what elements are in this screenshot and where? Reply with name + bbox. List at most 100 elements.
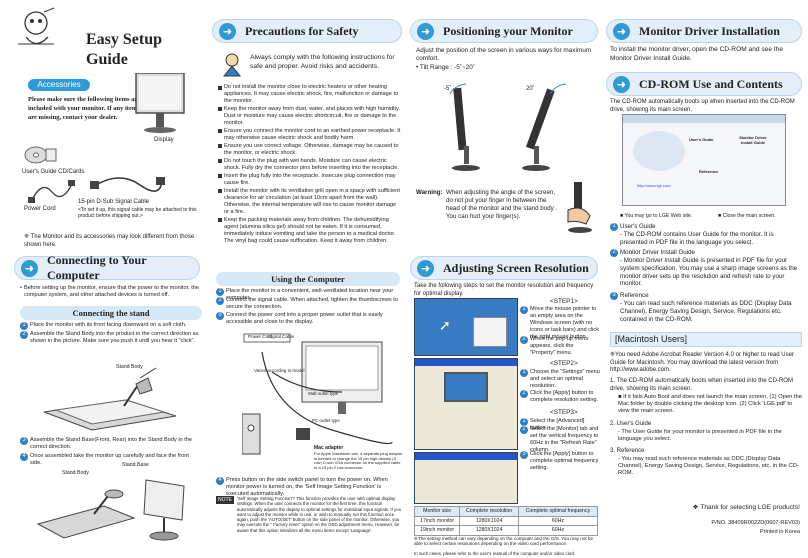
cdrom-section-title: ➜CD-ROM Use and Contents	[606, 72, 802, 96]
wall-outlet-label: Wall-outlet type	[308, 391, 339, 396]
square-bullet	[218, 218, 222, 223]
window-titlebar	[415, 453, 517, 460]
using-step-1-text: Place the monitor in a convenient, well-…	[226, 288, 394, 301]
resolution-intro: Take the following steps to set the moni…	[414, 283, 594, 297]
step-number: 3	[520, 451, 528, 459]
step1-item-1-text: Move the mouse pointer to an empty area …	[530, 306, 600, 340]
step-number: 1	[520, 418, 528, 426]
cdrom-item-2-text: - Monitor Driver Install Guide is presen…	[620, 257, 798, 288]
cd-disc-graphic	[633, 131, 685, 171]
safety-item: Do not touch the plug with wet hands. Mo…	[218, 158, 402, 172]
driver-section-title: ➜Monitor Driver Installation	[606, 19, 802, 43]
cd-url-link[interactable]: http://www.lge.com	[637, 183, 671, 188]
mac-adapter-note: For Apple Macintosh use, a separate plug…	[314, 451, 403, 470]
step1-item-2-text: When the pop-up menu appears, click the …	[530, 336, 589, 356]
step-number: 2	[520, 390, 528, 398]
square-bullet: ■	[620, 213, 625, 219]
stand-step-4-text: Once assembled take the monitor up caref…	[30, 453, 189, 466]
stand-base-illustration	[34, 476, 194, 546]
square-bullet	[218, 144, 222, 149]
mac-step-3: 3. Reference	[610, 448, 645, 454]
cdrom-item-1-heading: User's Guide	[620, 223, 656, 230]
using-step-4-text: Press button on the side switch panel to…	[226, 477, 388, 497]
safety-item-text: Ensure you use correct voltage. Otherwis…	[224, 142, 399, 156]
square-bullet	[218, 129, 222, 134]
column-accessories: Easy Setup Guide Accessories Please make…	[6, 0, 202, 558]
connecting-stand-title: Connecting the stand	[20, 306, 202, 320]
cd-menu-reference[interactable]: Reference	[699, 169, 719, 174]
safety-item-text: Install the monitor with its ventilation…	[224, 187, 400, 215]
advanced-settings-screenshot	[414, 452, 518, 504]
cdrom-text: The CD-ROM automatically boots up when i…	[610, 99, 795, 113]
safety-item: Do not install the monitor close to elec…	[218, 84, 402, 105]
step-number: 1	[216, 288, 224, 296]
table-cell: 19inch monitor	[413, 525, 461, 536]
finger-warning-image	[562, 180, 598, 234]
stand-body-label: Stand Body	[116, 364, 143, 370]
stand-step-3-text: Assemble the Stand Base(Front, Rear) int…	[30, 437, 192, 450]
accessories-note: ❈ The Monitor and its accessories may lo…	[24, 234, 195, 248]
mac-note: ❈You need Adobe Acrobat Reader Version 4…	[610, 352, 794, 373]
step3-item-1-text: Select the [Advanced] button.	[530, 418, 585, 431]
stand-body-illustration	[36, 360, 186, 432]
step-number: 2	[520, 426, 528, 434]
signal-cable-label: 15-pin D-Sub Signal Cable	[78, 199, 150, 205]
safety-item: Keep the monitor away from dust, water, …	[218, 106, 402, 127]
safety-item-text: Do not install the monitor close to elec…	[224, 84, 399, 104]
position-section-title: ➜Positioning your Monitor	[410, 19, 598, 43]
note-text: 'Self Image Setting Function'? This func…	[236, 496, 402, 533]
square-bullet	[218, 159, 222, 164]
step2-item-2-text: Click the [Apply] button to complete res…	[530, 390, 599, 403]
tilt-minus-label: -5˚	[444, 86, 452, 92]
mac-adapter-label: Mac adapter	[314, 445, 344, 451]
context-menu	[473, 317, 507, 347]
warning-text: When adjusting the angle of the screen, …	[446, 189, 558, 221]
resolution-title-text: Adjusting Screen Resolution	[443, 260, 589, 275]
cd-menu-guide[interactable]: User's Guide	[689, 137, 714, 142]
mac-step-2-detail: - The User Guide for your monitor is pre…	[618, 429, 782, 443]
safety-section-title: ➜Precautions for Safety	[212, 19, 402, 43]
mac-step-3-detail: - You may read such reference materials …	[618, 456, 799, 477]
table-row: 17inch monitor 1280X1024 60Hz	[413, 515, 599, 526]
step-number: 3	[20, 437, 28, 445]
square-bullet: ■	[718, 213, 723, 219]
cd-menu-driver[interactable]: Monitor Driver Install Guide	[739, 135, 767, 145]
safety-item-text: Insert the plug fully into the receptacl…	[224, 172, 396, 186]
users-guide-label: User's Guide CD/Cards	[22, 169, 85, 175]
connect-section-title: ➜Connecting to Your Computer	[14, 253, 200, 282]
desktop-screenshot-1: ➚	[414, 298, 518, 356]
preview-monitor	[444, 372, 488, 402]
square-bullet	[218, 189, 222, 194]
step-number: 2	[520, 336, 528, 344]
logo-figure-icon	[14, 6, 60, 50]
step-number: 4	[216, 477, 224, 485]
window-titlebar	[415, 359, 517, 366]
using-computer-title: Using the Computer	[216, 272, 400, 286]
safety-item: Keep the packing materials away from chi…	[218, 217, 402, 245]
step-number: 1	[610, 223, 618, 231]
table-cell: 17inch monitor	[413, 515, 461, 526]
stand-step-1-text: Place the monitor with its front facing …	[30, 322, 187, 328]
signal-cable-note: <To set it up, this signal cable may be …	[78, 207, 197, 220]
arrow-right-icon: ➜	[417, 260, 434, 277]
stand-base-label-1: Stand Body	[62, 470, 89, 476]
safety-item: Insert the plug fully into the receptacl…	[218, 173, 402, 187]
table-header-row: Monitor size Complete resolution Complet…	[413, 506, 599, 517]
display-properties-screenshot	[414, 358, 518, 450]
cdrom-item-3-text: - You can read such reference materials …	[620, 300, 792, 323]
safety-item-text: Do not touch the plug with wet hands. Mo…	[224, 157, 400, 171]
